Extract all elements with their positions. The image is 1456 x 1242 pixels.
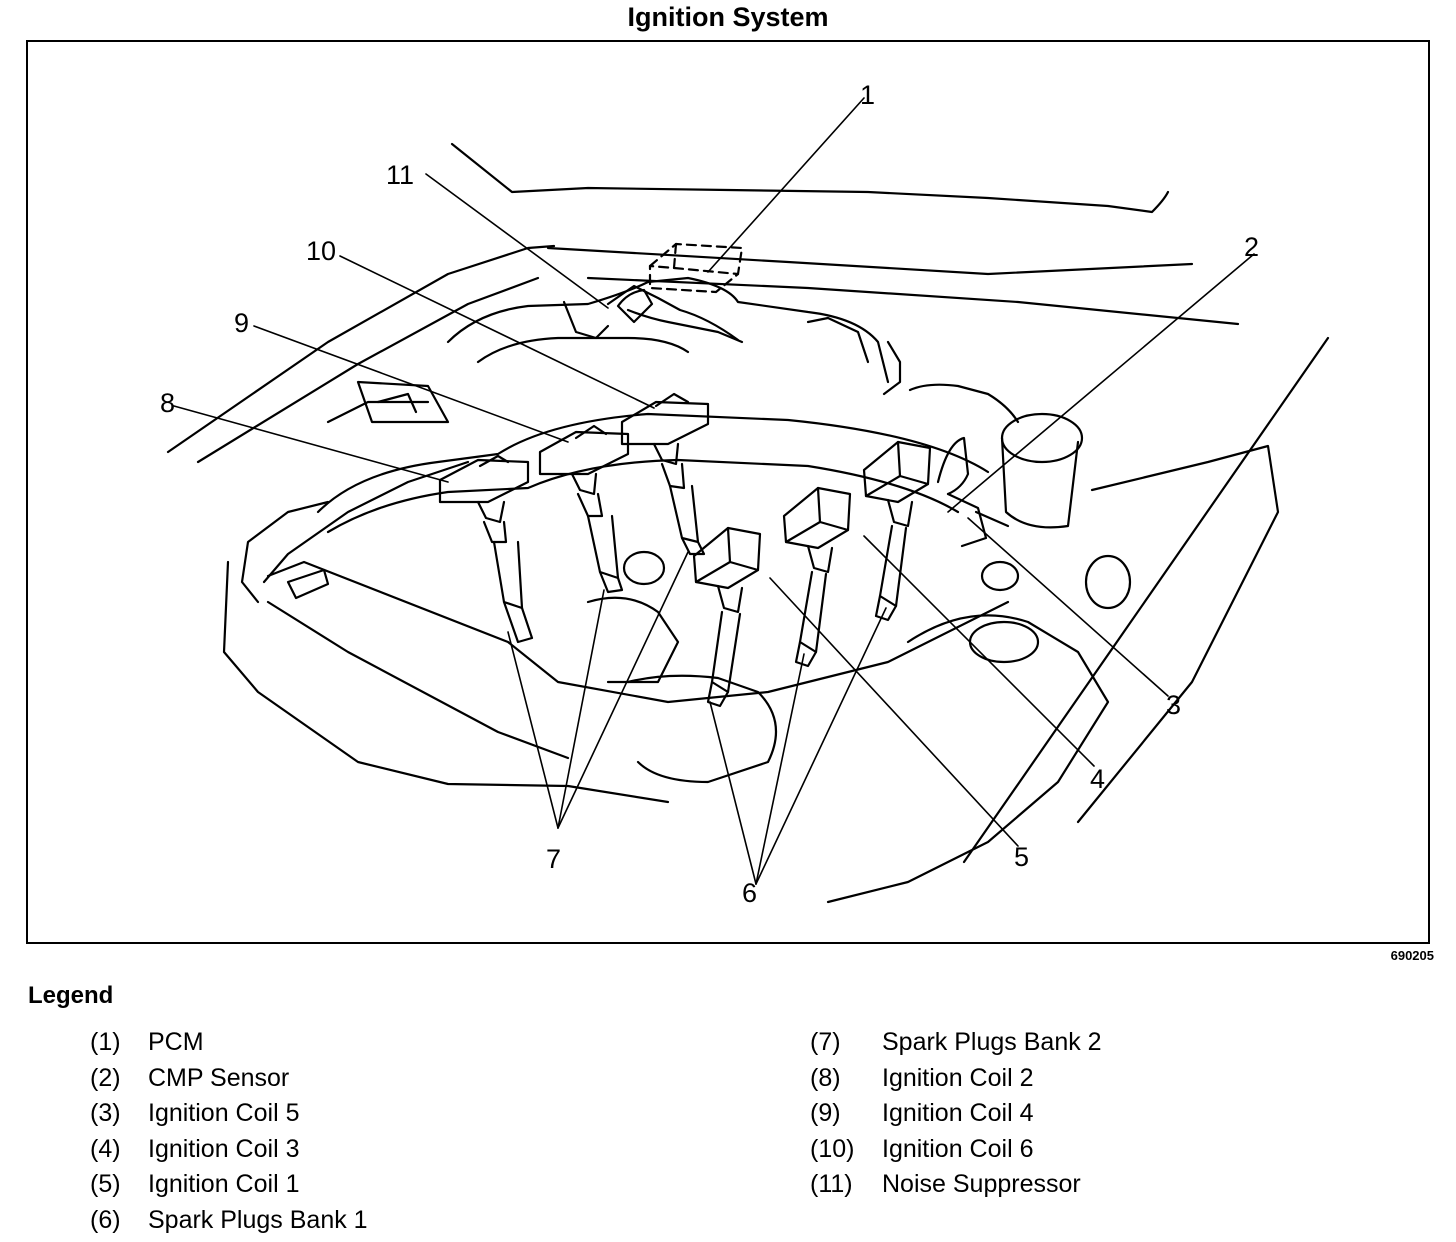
- leader-lines: [173, 97, 1255, 885]
- legend-number: (5): [90, 1170, 121, 1198]
- legend-item: (8) Ignition Coil 2: [810, 1064, 1102, 1100]
- legend-number: (9): [810, 1099, 841, 1127]
- callout-10: 10: [306, 236, 336, 266]
- intake-manifold: [316, 276, 1020, 534]
- callout-11: 11: [386, 160, 414, 190]
- ignition-coils-bank-2: [438, 392, 710, 644]
- figure-id: 690205: [1390, 948, 1434, 963]
- callout-8: 8: [160, 388, 175, 418]
- engine-illustration: 1 2 3 4 5 6 7 8 9 10 11: [160, 80, 1330, 908]
- legend-number: (1): [90, 1028, 121, 1056]
- engine-bay-outline: [166, 142, 1330, 864]
- cmp-sensor: [936, 436, 1010, 548]
- legend-number: (3): [90, 1099, 121, 1127]
- legend-column-left: (1)PCM (2)CMP Sensor (3)Ignition Coil 5 …: [90, 1028, 368, 1241]
- legend-item: (5) Ignition Coil 1: [90, 1170, 368, 1206]
- callout-4: 4: [1090, 764, 1105, 794]
- legend-number: (4): [90, 1134, 121, 1163]
- legend-item: (1) PCM: [90, 1028, 368, 1064]
- legend-label: CMP Sensor: [148, 1063, 290, 1092]
- legend-label: Ignition Coil 4: [882, 1099, 1034, 1127]
- diagram-title: Ignition System: [627, 2, 829, 32]
- legend-label: Ignition Coil 6: [882, 1134, 1034, 1163]
- legend-item: (9) Ignition Coil 4: [810, 1099, 1102, 1135]
- legend-item: (4) Ignition Coil 3: [90, 1135, 368, 1171]
- legend-number: (2): [90, 1063, 121, 1092]
- legend-label: Noise Suppressor: [882, 1170, 1081, 1198]
- legend-number: (10): [810, 1134, 855, 1163]
- legend-label: Ignition Coil 2: [882, 1063, 1034, 1092]
- legend-label: Ignition Coil 3: [148, 1134, 300, 1163]
- legend-item: (7) Spark Plugs Bank 2: [810, 1028, 1102, 1064]
- callout-2: 2: [1244, 232, 1259, 262]
- legend-column-right: (7) Spark Plugs Bank 2 (8) Ignition Coil 2…: [810, 1028, 1102, 1206]
- legend-number: (7): [810, 1028, 841, 1056]
- legend-label: Spark Plugs Bank 1: [148, 1205, 368, 1234]
- legend-label: Ignition Coil 1: [148, 1170, 300, 1198]
- engine-block: [240, 400, 1110, 904]
- callout-1: 1: [860, 80, 875, 110]
- reservoir: [622, 412, 1132, 664]
- legend-label: PCM: [148, 1028, 204, 1056]
- pcm-outline: [648, 242, 744, 294]
- diagram-frame: 1 2 3 4 5 6 7 8 9 10 11: [26, 40, 1430, 944]
- legend-label: Spark Plugs Bank 2: [882, 1028, 1102, 1056]
- legend-heading: Legend: [28, 982, 114, 1009]
- legend-number: (8): [810, 1063, 841, 1092]
- callout-5: 5: [1014, 842, 1029, 872]
- legend-item: (3) Ignition Coil 5: [90, 1099, 368, 1135]
- callout-3: 3: [1166, 690, 1181, 720]
- legend-number: (11): [810, 1170, 853, 1198]
- callout-6: 6: [742, 878, 757, 908]
- legend-item: (10) Ignition Coil 6: [810, 1135, 1102, 1171]
- legend-label: Ignition Coil 5: [148, 1099, 300, 1127]
- legend-item: (2) CMP Sensor: [90, 1064, 368, 1100]
- noise-suppressor: [616, 288, 744, 344]
- legend-number: (6): [90, 1205, 121, 1234]
- callout-7: 7: [546, 844, 561, 874]
- legend-item: (11) Noise Suppressor: [810, 1170, 1102, 1206]
- callout-9: 9: [234, 308, 249, 338]
- callout-labels: 1 2 3 4 5 6 7 8 9 10 11: [160, 80, 1259, 908]
- legend-item: (6) Spark Plugs Bank 1: [90, 1206, 368, 1242]
- ignition-coils-bank-1: [692, 440, 932, 708]
